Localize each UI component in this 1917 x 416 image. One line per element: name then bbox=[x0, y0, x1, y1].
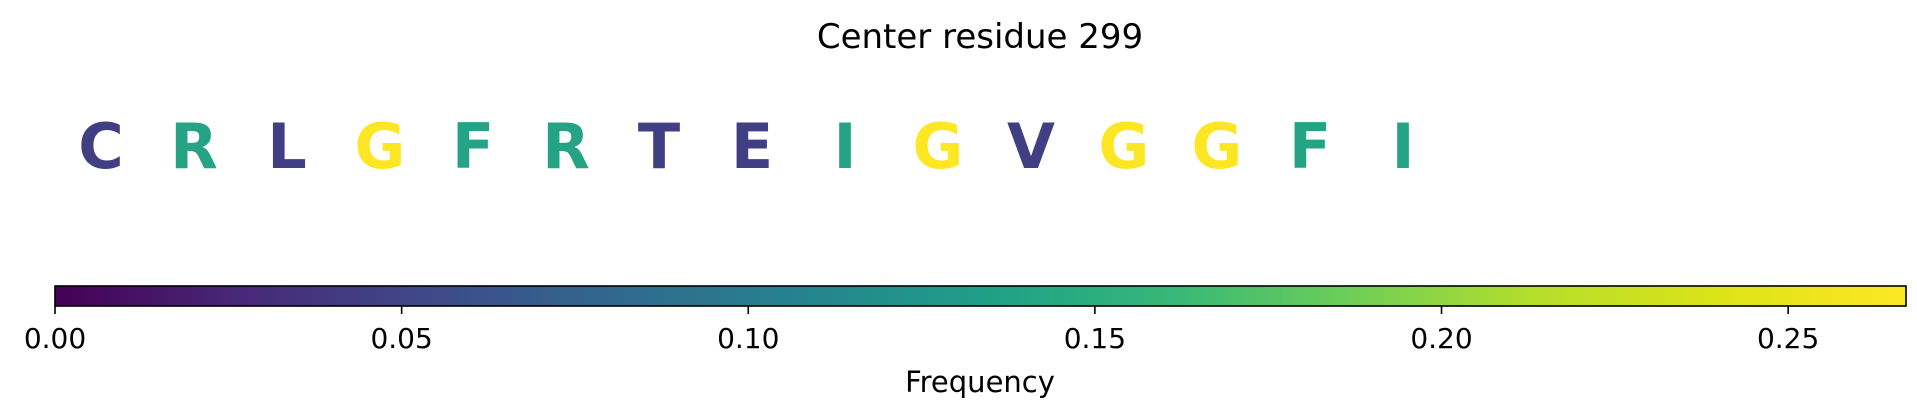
colorbar-tick-label: 0.25 bbox=[1757, 322, 1819, 355]
residue-1: C bbox=[78, 110, 124, 183]
colorbar-ticks: 0.00 0.05 0.10 0.15 0.20 0.25 bbox=[24, 306, 1819, 355]
residue-6: R bbox=[542, 110, 590, 183]
residue-8: E bbox=[731, 110, 773, 183]
chart-title: Center residue 299 bbox=[817, 17, 1143, 57]
residue-9: I bbox=[833, 110, 856, 183]
colorbar-tick-label: 0.20 bbox=[1410, 322, 1472, 355]
colorbar bbox=[55, 286, 1906, 306]
residue-15: I bbox=[1391, 110, 1414, 183]
residue-7: T bbox=[638, 110, 680, 183]
residue-2: R bbox=[170, 110, 218, 183]
colorbar-tick-label: 0.05 bbox=[370, 322, 432, 355]
colorbar-tick-label: 0.10 bbox=[717, 322, 779, 355]
colorbar-tick-label: 0.00 bbox=[24, 322, 86, 355]
residue-5: F bbox=[452, 110, 494, 183]
residue-12: G bbox=[1099, 110, 1150, 183]
residue-11: V bbox=[1007, 110, 1055, 183]
residue-3: L bbox=[267, 110, 307, 183]
residue-10: G bbox=[913, 110, 964, 183]
colorbar-tick-label: 0.15 bbox=[1064, 322, 1126, 355]
colorbar-axis-label: Frequency bbox=[905, 365, 1055, 399]
residue-14: F bbox=[1289, 110, 1331, 183]
residue-4: G bbox=[355, 110, 406, 183]
colorbar-frame bbox=[54, 285, 1907, 307]
residue-13: G bbox=[1192, 110, 1243, 183]
